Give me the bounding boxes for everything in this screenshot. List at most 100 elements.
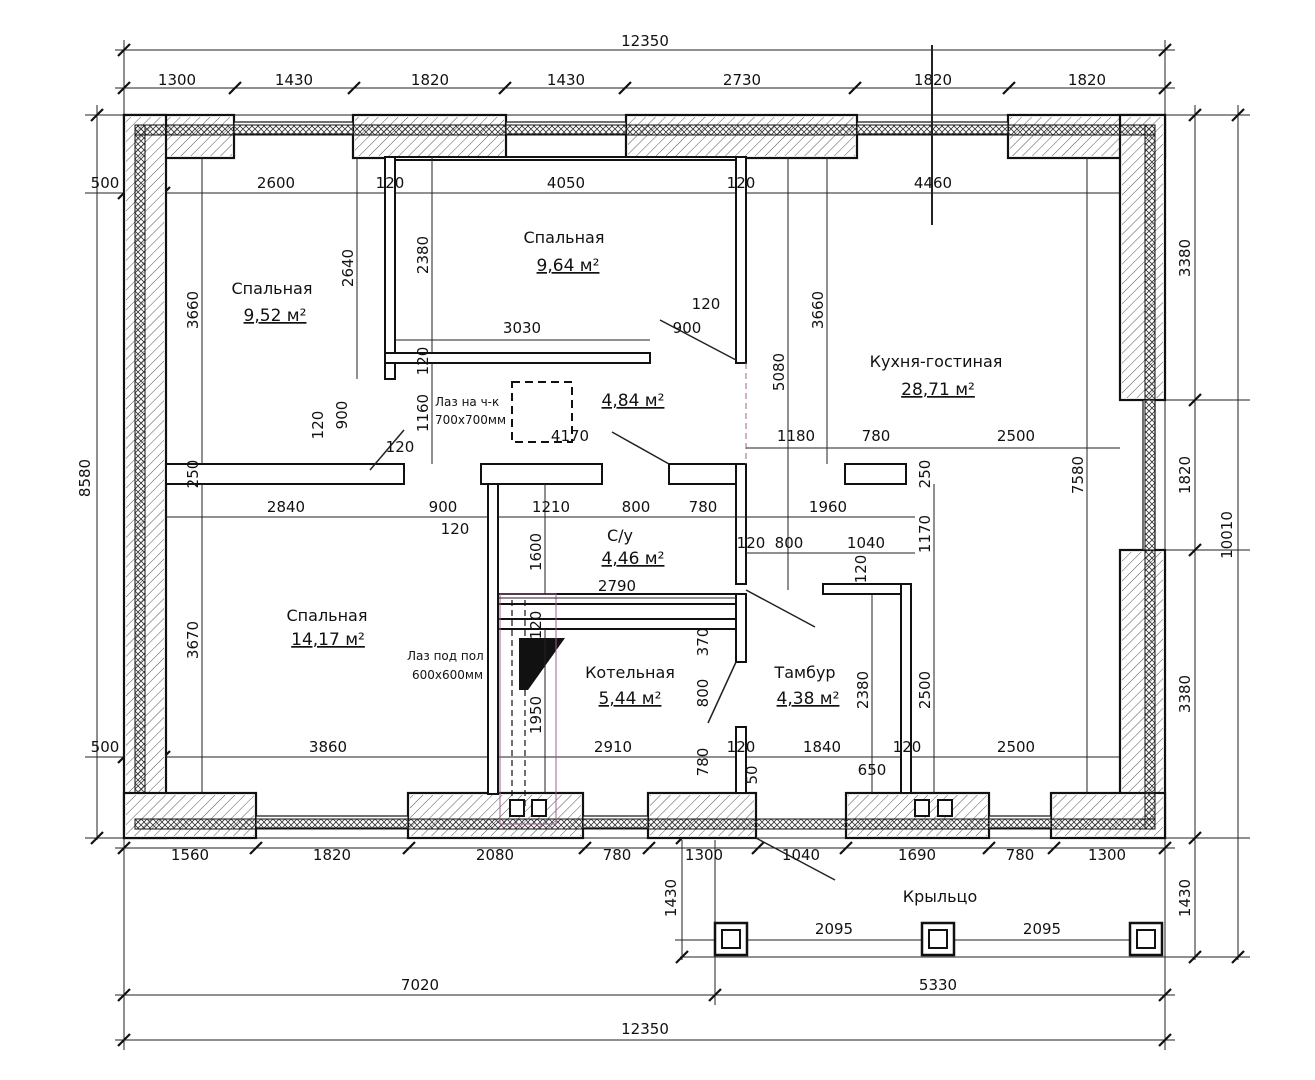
dim-bottom-5: 1040: [782, 846, 820, 864]
room-name-bedroom-1: Спальная: [232, 279, 313, 298]
room-area-bedroom-2: 9,64 м²: [537, 256, 600, 276]
dim-bottom-7: 780: [1006, 846, 1035, 864]
dim-250a: 250: [184, 460, 202, 489]
room-labels: Спальная 9,52 м² Спальная 9,64 м² Кухня-…: [232, 228, 1003, 906]
dim-1170: 1170: [916, 515, 934, 553]
dim-left-total: 8580: [76, 459, 94, 497]
dim-bottom-split-0: 7020: [401, 976, 439, 994]
dim-780b: 780: [689, 498, 718, 516]
dim-120c: 120: [692, 295, 721, 313]
interior-walls: [165, 156, 912, 795]
dim-2500a: 2500: [997, 427, 1035, 445]
room-area-bedroom-1: 9,52 м²: [244, 306, 307, 326]
inner-dimensions: 2600 120 4050 120 4460 3660 2640 2380 30…: [184, 174, 1087, 785]
dim-bottom-0: 1560: [171, 846, 209, 864]
dimension-ticks: [90, 43, 1245, 1047]
dim-1840: 1840: [803, 738, 841, 756]
dim-bottom-3: 780: [603, 846, 632, 864]
dim-120k: 120: [727, 738, 756, 756]
dim-1600: 1600: [527, 533, 545, 571]
note-floor-hatch-2: 600х600мм: [412, 668, 483, 682]
room-name-bedroom-3: Спальная: [287, 606, 368, 625]
dim-bottom-1: 1820: [313, 846, 351, 864]
dim-5080: 5080: [770, 353, 788, 391]
dim-900a: 900: [673, 319, 702, 337]
dim-top-3: 1430: [547, 71, 585, 89]
room-area-vestibule: 4,38 м²: [777, 689, 840, 709]
dim-bottom-total: 12350: [621, 1020, 669, 1038]
dim-120j: 120: [527, 611, 545, 640]
dim-2910: 2910: [594, 738, 632, 756]
dim-top-4: 2730: [723, 71, 761, 89]
dim-800a: 800: [622, 498, 651, 516]
note-ceiling-hatch-1: Лаз на ч-к: [435, 395, 499, 409]
dim-top-total: 12350: [621, 32, 669, 50]
dim-top-0: 1300: [158, 71, 196, 89]
dim-1210: 1210: [532, 498, 570, 516]
dim-120f: 120: [386, 438, 415, 456]
dim-1180: 1180: [777, 427, 815, 445]
hatch-notes: Лаз на ч-к 700х700мм Лаз под пол 600х600…: [407, 395, 506, 682]
dim-780c: 780: [694, 748, 712, 777]
dim-3860: 3860: [309, 738, 347, 756]
note-ceiling-hatch-2: 700х700мм: [435, 413, 506, 427]
porch-posts: [713, 921, 1164, 957]
dim-porch-1: 2095: [1023, 920, 1061, 938]
inner-dimension-lines: [166, 157, 1120, 793]
dim-right-total: 10010: [1218, 511, 1236, 559]
dim-2600: 2600: [257, 174, 295, 192]
dim-right-1: 1820: [1176, 456, 1194, 494]
room-name-boiler: Котельная: [585, 663, 675, 682]
room-name-bathroom: С/у: [607, 526, 633, 545]
overall-dimensions: 12350 12350 8580 10010: [76, 32, 1236, 1038]
dim-120g: 120: [441, 520, 470, 538]
dim-900c: 900: [429, 498, 458, 516]
dim-4460: 4460: [914, 174, 952, 192]
dim-bottom-8: 1300: [1088, 846, 1126, 864]
dim-top-2: 1820: [411, 71, 449, 89]
dim-900b: 900: [333, 401, 351, 430]
dim-2790: 2790: [598, 577, 636, 595]
dim-bottom-split-1: 5330: [919, 976, 957, 994]
dim-650: 650: [858, 761, 887, 779]
dim-top-6: 1820: [1068, 71, 1106, 89]
dim-1160: 1160: [414, 394, 432, 432]
dim-120l: 120: [893, 738, 922, 756]
porch-label: Крыльцо: [903, 887, 977, 906]
dim-3660b: 3660: [809, 291, 827, 329]
room-name-bedroom-2: Спальная: [524, 228, 605, 247]
dim-780a: 780: [862, 427, 891, 445]
side-dimensions: 3380 1820 3380 1430 500 500 1430: [91, 174, 1194, 917]
door-swings: [369, 45, 953, 881]
room-name-vestibule: Тамбур: [773, 663, 835, 682]
note-floor-hatch-1: Лаз под пол: [407, 649, 484, 663]
dim-left-1: 500: [91, 738, 120, 756]
dim-370: 370: [694, 628, 712, 657]
dim-2500c: 2500: [997, 738, 1035, 756]
dim-4170: 4170: [551, 427, 589, 445]
dim-2380b: 2380: [854, 671, 872, 709]
dim-250b: 250: [916, 460, 934, 489]
dim-120a: 120: [376, 174, 405, 192]
room-area-bathroom: 4,46 м²: [602, 549, 665, 569]
room-area-kitchen: 28,71 м²: [901, 380, 975, 400]
dim-3670: 3670: [184, 621, 202, 659]
dim-2380a: 2380: [414, 236, 432, 274]
room-area-bedroom-3: 14,17 м²: [291, 630, 365, 650]
room-name-kitchen: Кухня-гостиная: [870, 352, 1003, 371]
dim-2500b: 2500: [916, 671, 934, 709]
dim-120e: 120: [309, 411, 327, 440]
room-area-boiler: 5,44 м²: [599, 689, 662, 709]
dim-120i: 120: [852, 555, 870, 584]
dim-50: 50: [743, 765, 761, 784]
top-dimensions: 1300 1430 1820 1430 2730 1820 1820: [158, 71, 1106, 89]
dim-2640: 2640: [339, 249, 357, 287]
dim-800c: 800: [694, 679, 712, 708]
dim-right-0: 3380: [1176, 239, 1194, 277]
dim-bottom-6: 1690: [898, 846, 936, 864]
dim-3660a: 3660: [184, 291, 202, 329]
dim-top-5: 1820: [914, 71, 952, 89]
dim-bottom-2: 2080: [476, 846, 514, 864]
dim-1040a: 1040: [847, 534, 885, 552]
